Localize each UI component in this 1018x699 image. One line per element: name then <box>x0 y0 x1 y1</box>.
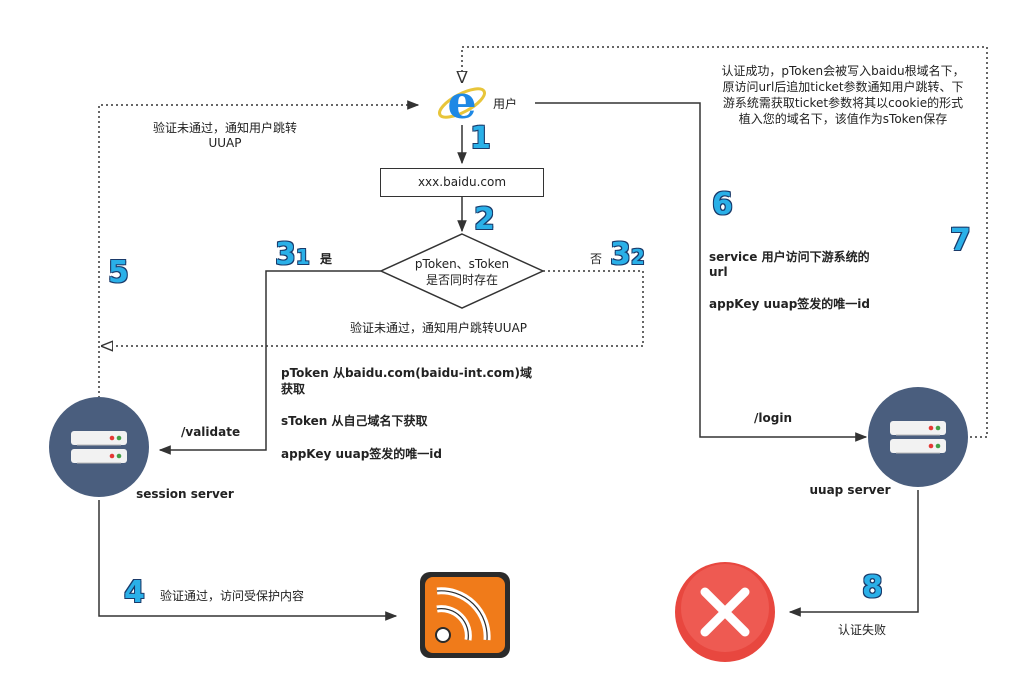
branch-yes-label: 是 <box>320 252 333 266</box>
note-success-line3: 游系统需获取ticket参数将其以cookie的形式 <box>722 96 964 110</box>
rss-icon <box>420 572 510 658</box>
arrow-session-fail-to-user <box>98 100 420 398</box>
user-label: 用户 <box>493 97 518 111</box>
step-2: 2 <box>474 202 495 237</box>
step-8: 8 <box>862 570 883 605</box>
note-success-line4: 植入您的域名下，该值作为sToken保存 <box>738 112 948 126</box>
step-1: 1 <box>470 121 491 156</box>
decision-diamond <box>379 233 545 309</box>
arrow-uuap-success-to-user <box>462 46 988 438</box>
svg-text:e: e <box>447 75 476 129</box>
arrow-uuap-to-fail <box>788 490 919 617</box>
session-server-label: session server <box>136 487 234 501</box>
note-fail-mid: 验证未通过，通知用户跳转UUAP <box>350 321 528 335</box>
decision-text-line2: 是否同时存在 <box>425 273 498 287</box>
uuap-server-label: uuap server <box>809 483 891 497</box>
decision-text-line1: pToken、sToken <box>414 257 510 271</box>
step-6: 6 <box>712 187 733 222</box>
arrow-user-to-uuap <box>535 102 868 442</box>
url-box: xxx.baidu.com <box>380 168 544 197</box>
uuap-server-icon <box>868 387 968 487</box>
step-3-1: 31 <box>275 240 310 272</box>
note-fail-top-line1: 验证未通过，通知用户跳转 <box>152 121 297 135</box>
step-3-2: 32 <box>610 240 645 272</box>
note-pass: 验证通过，访问受保护内容 <box>160 589 305 603</box>
step-3-2-main: 3 <box>610 237 631 272</box>
branch-no-label: 否 <box>590 252 603 266</box>
param-appkey-right: appKey uuap签发的唯一id <box>709 297 870 311</box>
note-success-line1: 认证成功，pToken会被写入baidu根域名下， <box>721 64 965 78</box>
error-x-icon <box>675 562 775 662</box>
param-service-line2: url <box>709 265 728 279</box>
step-4: 4 <box>124 575 145 610</box>
step-3-1-main: 3 <box>275 237 296 272</box>
param-ptoken-line1: pToken 从baidu.com(baidu-int.com)域 <box>281 366 532 380</box>
endpoint-login: /login <box>754 411 792 425</box>
param-ptoken-line2: 获取 <box>281 382 306 396</box>
step-5: 5 <box>108 255 129 290</box>
note-fail-top-line2: UUAP <box>208 136 242 150</box>
note-auth-fail: 认证失败 <box>838 623 887 637</box>
step-3-1-sub: 1 <box>295 245 310 269</box>
session-server-icon <box>49 397 149 497</box>
arrow-session-to-content <box>98 500 398 621</box>
arrow-no-branch-fail <box>102 270 644 346</box>
url-box-text: xxx.baidu.com <box>417 175 507 189</box>
step-3-2-sub: 2 <box>630 245 645 269</box>
endpoint-validate: /validate <box>181 425 241 439</box>
param-service-line1: service 用户访问下游系统的 <box>709 250 870 264</box>
arrow-yes-to-session <box>158 270 381 455</box>
ie-browser-icon: e <box>438 75 486 129</box>
step-7: 7 <box>950 223 971 258</box>
param-stoken: sToken 从自己域名下获取 <box>281 414 428 428</box>
note-success-line2: 原访问url后追加ticket参数通知用户跳转、下 <box>722 80 964 94</box>
param-appkey-left: appKey uuap签发的唯一id <box>281 447 442 461</box>
